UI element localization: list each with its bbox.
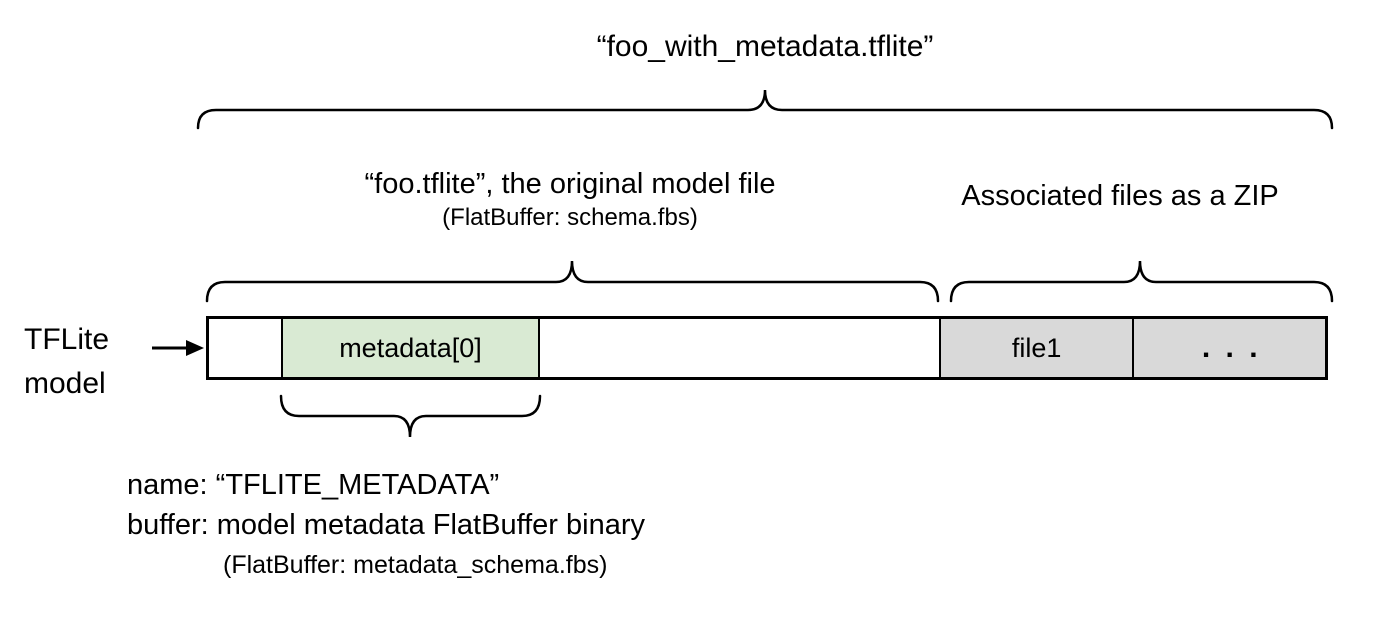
tflite-model-label-line2: model <box>24 367 106 400</box>
tflite-model-label: TFLite model <box>24 318 109 406</box>
metadata-note-name: name: “TFLITE_METADATA” <box>127 469 500 501</box>
zip-section-brace <box>949 260 1334 303</box>
tflite-model-label-line1: TFLite <box>24 323 110 356</box>
model-section-title: “foo.tflite”, the original model file <box>364 168 776 200</box>
segment-metadata: metadata[0] <box>281 319 538 377</box>
file-layout-bar: metadata[0] file1 . . . <box>206 316 1328 380</box>
metadata-note: name: “TFLITE_METADATA” buffer: model me… <box>127 465 645 585</box>
top-file-brace <box>196 89 1334 130</box>
zip-section-label: Associated files as a ZIP <box>961 180 1279 212</box>
segment-leading-bytes <box>209 319 282 377</box>
file-title: “foo_with_metadata.tflite” <box>596 30 934 63</box>
model-section-subtitle: (FlatBuffer: schema.fbs) <box>442 204 698 231</box>
metadata-note-schema: (FlatBuffer: metadata_schema.fbs) <box>223 551 608 579</box>
model-section-brace <box>205 260 940 303</box>
metadata-note-buffer: buffer: model metadata FlatBuffer binary <box>127 509 645 541</box>
model-section-label: “foo.tflite”, the original model file (F… <box>364 168 775 232</box>
segment-file1-label: file1 <box>1011 332 1062 363</box>
segment-model-content <box>537 319 939 377</box>
metadata-brace <box>279 394 542 438</box>
ellipsis-icon: . . . <box>1201 331 1258 364</box>
arrow-icon <box>152 340 204 356</box>
segment-file1: file1 <box>938 319 1133 377</box>
segment-more-files: . . . <box>1132 319 1325 377</box>
segment-metadata-label: metadata[0] <box>339 332 482 363</box>
